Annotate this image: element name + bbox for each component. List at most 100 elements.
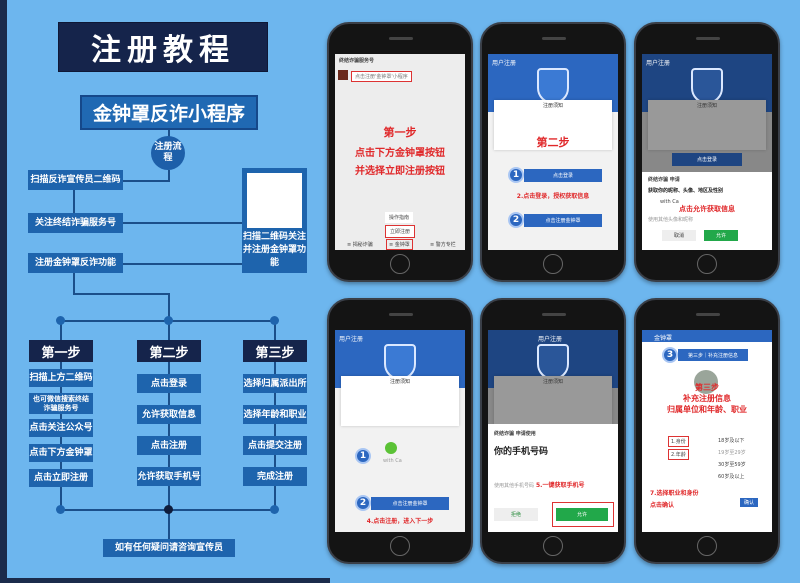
police-shield-icon bbox=[537, 68, 569, 104]
card-title: 注册须知 bbox=[696, 103, 717, 109]
avatar bbox=[338, 70, 348, 80]
step-item: 点击提交注册 bbox=[243, 436, 307, 455]
chat-header: 终结诈骗服务号 bbox=[339, 58, 375, 64]
annotation: 2.点击登录，授权获取信息 bbox=[516, 193, 590, 200]
connector bbox=[73, 293, 170, 295]
phone-screenshot-1: 终结诈骗服务号 点击注册'金钟罩'小程序 第一步 点击下方金钟罩按钮 并选择立即… bbox=[327, 22, 473, 282]
step-2-title: 第二步 bbox=[137, 340, 201, 362]
police-shield-icon bbox=[537, 344, 569, 380]
login-button[interactable]: 点击登录 bbox=[524, 169, 602, 182]
flow-circle: 注册流程 bbox=[151, 136, 185, 170]
register-button[interactable]: 点击注册金钟罩 bbox=[524, 214, 602, 227]
annotation: 点击允许获取信息 bbox=[679, 205, 735, 213]
step-item: 点击关注公众号 bbox=[29, 419, 93, 437]
annotation: 第二步 bbox=[536, 136, 570, 149]
flow-step: 关注终结诈骗服务号 bbox=[28, 213, 123, 233]
age-option[interactable]: 2.年龄 bbox=[668, 449, 689, 460]
flow-step: 注册金钟罩反诈功能 bbox=[28, 253, 123, 273]
dot bbox=[56, 505, 65, 514]
bottom-border bbox=[0, 578, 330, 583]
step-item: 点击下方金钟罩 bbox=[29, 444, 93, 462]
police-shield-icon bbox=[384, 344, 416, 380]
connector bbox=[73, 273, 75, 295]
connector bbox=[73, 190, 75, 213]
dot bbox=[164, 316, 173, 325]
step-item: 完成注册 bbox=[243, 467, 307, 486]
phone-screenshot-5: 用户注册 注册须知 终结诈骗 申请使用 你的手机号码 使用其他手机号码 5.一键… bbox=[480, 298, 626, 564]
permission-text: 获取你的昵称、头像、地区及性别 bbox=[648, 188, 724, 194]
age-choice[interactable]: 60岁及以上 bbox=[718, 474, 745, 480]
screen-header: 用户注册 bbox=[339, 336, 364, 343]
step-item: 扫描上方二维码 bbox=[29, 369, 93, 387]
step-1-title: 第一步 bbox=[29, 340, 93, 362]
screen-header: 用户注册 bbox=[492, 60, 517, 67]
card-title: 注册须知 bbox=[542, 379, 563, 385]
step-banner: 第三步｜补充注册信息 bbox=[678, 349, 748, 361]
card-title: 注册须知 bbox=[389, 379, 410, 385]
menu-item[interactable]: 立即注册 bbox=[385, 225, 416, 238]
register-button[interactable]: 点击注册金钟罩 bbox=[371, 497, 449, 510]
reject-button[interactable]: 拒绝 bbox=[494, 508, 538, 521]
permission-text: 你的手机号码 bbox=[494, 447, 549, 457]
annotation: 归属单位和年龄、职业 bbox=[667, 405, 747, 414]
other-phone-link[interactable]: 使用其他手机号码 bbox=[494, 483, 535, 489]
annotation: 点击确认 bbox=[650, 502, 675, 509]
step-item: 也可微信搜索终结诈骗服务号 bbox=[29, 393, 93, 414]
step-item: 点击立即注册 bbox=[29, 469, 93, 487]
identity-option[interactable]: 1.身份 bbox=[668, 436, 689, 447]
connector bbox=[168, 509, 170, 539]
user-name: with Ca bbox=[383, 458, 402, 464]
annotation: 并选择立即注册按钮 bbox=[355, 166, 445, 177]
age-choice[interactable]: 19岁至29岁 bbox=[718, 450, 746, 456]
step-item: 选择归属派出所 bbox=[243, 374, 307, 393]
age-choice[interactable]: 18岁及以下 bbox=[718, 438, 745, 444]
connector bbox=[60, 320, 62, 510]
sheet-app: 终结诈骗 申请 bbox=[648, 177, 680, 183]
tab[interactable]: ≡ 警方专栏 bbox=[430, 242, 456, 248]
police-shield-icon bbox=[691, 68, 723, 104]
allow-button[interactable]: 允许 bbox=[704, 230, 738, 241]
qr-code-panel: 扫描二维码关注并注册金钟罩功能 bbox=[242, 168, 307, 273]
screen-header: 用户注册 bbox=[538, 336, 563, 343]
phone-screenshot-6: 金钟罩 3 第三步｜补充注册信息 第三步 补充注册信息 归属单位和年龄、职业 1… bbox=[634, 298, 780, 564]
confirm-button[interactable]: 确认 bbox=[740, 498, 758, 507]
annotation: 第三步 bbox=[695, 383, 719, 392]
annotation: 4.点击注册，进入下一步 bbox=[366, 518, 434, 525]
connector bbox=[123, 263, 242, 265]
footer-note: 如有任何疑问请咨询宣传员 bbox=[103, 539, 235, 557]
screen-header: 用户注册 bbox=[646, 60, 671, 67]
step-item: 点击登录 bbox=[137, 374, 201, 393]
page-title: 注册教程 bbox=[58, 22, 268, 72]
allow-button[interactable]: 允许 bbox=[556, 508, 608, 521]
tab[interactable]: ≡ 揭秘诈骗 bbox=[347, 242, 373, 248]
other-avatar-link[interactable]: 使用其他头像和昵称 bbox=[648, 217, 694, 223]
connector bbox=[168, 170, 170, 182]
dot bbox=[164, 505, 173, 514]
wechat-avatar bbox=[385, 442, 397, 454]
step-item: 选择年龄和职业 bbox=[243, 405, 307, 424]
connector bbox=[123, 222, 242, 224]
step-3-title: 第三步 bbox=[243, 340, 307, 362]
annotation: 点击下方金钟罩按钮 bbox=[355, 148, 445, 159]
chat-message: 点击注册'金钟罩'小程序 bbox=[351, 71, 412, 82]
cancel-button[interactable]: 取消 bbox=[662, 230, 696, 241]
age-choice[interactable]: 30岁至59岁 bbox=[718, 462, 746, 468]
menu-item[interactable]: 操作指南 bbox=[385, 212, 414, 223]
annotation: 补充注册信息 bbox=[683, 394, 731, 403]
connector bbox=[168, 293, 170, 321]
phone-screenshot-3: 用户注册 注册须知 点击登录 终结诈骗 申请 获取你的昵称、头像、地区及性别 w… bbox=[634, 22, 780, 282]
login-button: 点击登录 bbox=[672, 153, 742, 166]
step-item: 允许获取手机号 bbox=[137, 467, 201, 486]
app-name-banner: 金钟罩反诈小程序 bbox=[80, 95, 258, 130]
sheet-app: 终结诈骗 申请使用 bbox=[494, 431, 536, 437]
phone-screenshot-2: 用户注册 注册须知 第二步 1 点击登录 2.点击登录，授权获取信息 2 点击注… bbox=[480, 22, 626, 282]
qr-code bbox=[247, 173, 302, 228]
step-item: 允许获取信息 bbox=[137, 405, 201, 424]
tab[interactable]: ≡ 金钟罩 bbox=[386, 239, 413, 250]
connector bbox=[168, 130, 170, 138]
qr-caption: 扫描二维码关注并注册金钟罩功能 bbox=[242, 232, 306, 268]
phone-screenshot-4: 用户注册 注册须知 1 with Ca 2 点击注册金钟罩 4.点击注册，进入下… bbox=[327, 298, 473, 564]
card-title: 注册须知 bbox=[542, 103, 563, 109]
annotation: 7.选择职业和身份 bbox=[650, 490, 699, 497]
screen-header: 金钟罩 bbox=[654, 335, 673, 342]
